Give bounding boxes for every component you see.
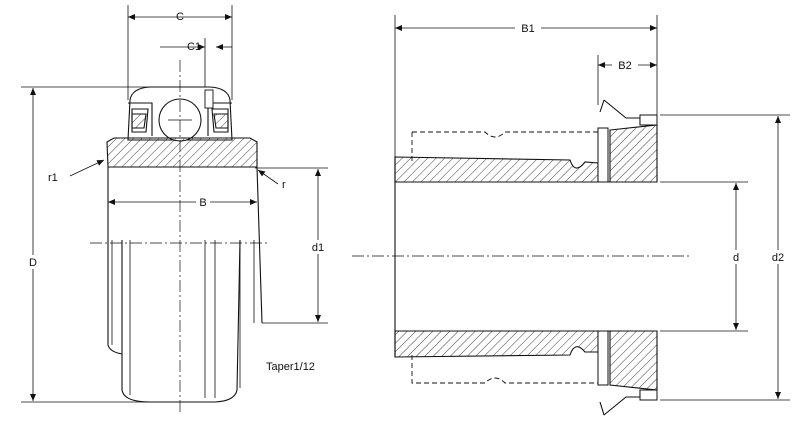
dim-label-b1: B1 bbox=[521, 23, 534, 35]
sleeve-section-top bbox=[394, 156, 599, 183]
inner-ring-section bbox=[106, 137, 258, 168]
dim-label-c1: C1 bbox=[187, 41, 201, 53]
label-r1: r1 bbox=[48, 172, 58, 184]
dim-b2-gap bbox=[612, 58, 638, 72]
leader-r1 bbox=[69, 159, 105, 177]
dim-label-b2: B2 bbox=[618, 60, 631, 72]
dim-label-d: d bbox=[733, 252, 739, 264]
phantom-bearing-bottom bbox=[411, 355, 598, 384]
label-taper: Taper1/12 bbox=[266, 361, 315, 373]
bearing-side-view: C C1 D d1 bbox=[21, 5, 328, 415]
dim-label-b: B bbox=[199, 197, 206, 209]
lockwasher-tab-bottom bbox=[599, 390, 641, 416]
dim-d-gap bbox=[728, 250, 744, 264]
label-r: r bbox=[282, 179, 286, 191]
seal-right-hatch bbox=[213, 113, 229, 129]
dim-b1-gap bbox=[515, 21, 541, 35]
dim-d2-gap bbox=[766, 250, 790, 264]
dim-label-c: C bbox=[176, 11, 184, 23]
nut-step-top bbox=[639, 114, 658, 126]
lockwasher-top bbox=[597, 127, 609, 183]
locknut-top bbox=[609, 124, 658, 183]
dim-label-D: D bbox=[29, 257, 37, 269]
inner-ring-body bbox=[107, 239, 241, 403]
leader-r bbox=[257, 169, 279, 185]
dim-b-gap bbox=[196, 196, 210, 209]
grease-hole bbox=[204, 89, 214, 109]
dim-label-d2: d2 bbox=[772, 252, 784, 264]
inner-ring-right-edge bbox=[256, 166, 263, 324]
dim-d1-gap bbox=[310, 240, 328, 254]
dim-D-gap bbox=[25, 255, 41, 269]
nut-step-bottom bbox=[639, 389, 658, 401]
locknut-bottom bbox=[609, 330, 658, 391]
sleeve-section-bottom bbox=[394, 330, 599, 358]
lockwasher-bottom bbox=[597, 330, 609, 386]
sleeve-side-view: B1 B2 d2 d bbox=[352, 15, 790, 416]
dim-label-d1: d1 bbox=[312, 242, 324, 254]
lockwasher-tab-top bbox=[599, 99, 641, 125]
seal-left-hatch bbox=[131, 113, 147, 129]
